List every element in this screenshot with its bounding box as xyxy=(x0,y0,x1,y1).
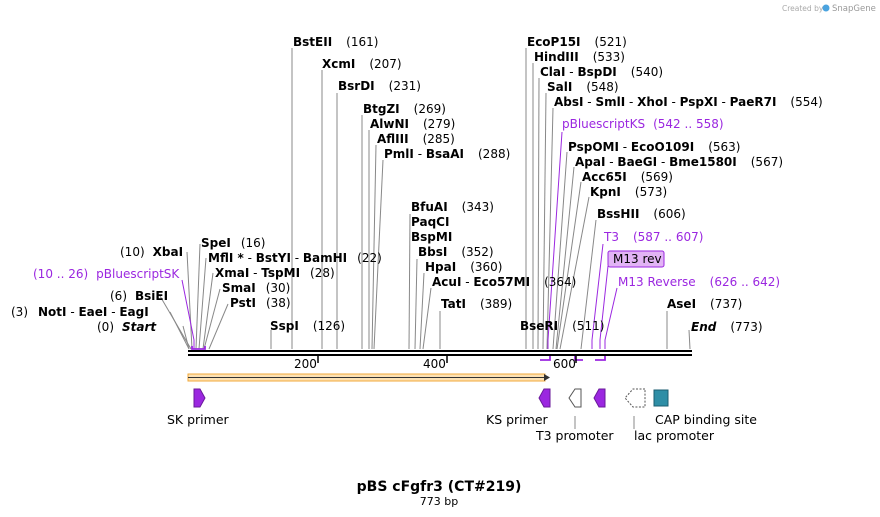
primer-m13-reverse: M13 Reverse(626 .. 642) xyxy=(618,275,780,289)
map-title: pBS cFgfr3 (CT#219) xyxy=(357,479,522,495)
feature-glyphs xyxy=(193,388,669,429)
enzyme-site: AcuI - Eco57MI(364) xyxy=(432,275,576,289)
primer-labels: (10 .. 26)pBluescriptSK pBluescriptKS(54… xyxy=(33,117,780,289)
enzyme-site: SmaI(30) xyxy=(222,281,290,295)
enzyme-site: AbsI - SmlI - XhoI - PspXI - PaeR7I(554) xyxy=(554,95,823,109)
enzyme-site: SspI(126) xyxy=(270,319,345,333)
enzyme-site: BssHII(606) xyxy=(597,207,686,221)
enzyme-site: BsrDI(231) xyxy=(338,79,421,93)
leader-lines xyxy=(159,48,691,350)
enzyme-site: PaqCI xyxy=(411,215,449,229)
feature-cap-binding-site: CAP binding site xyxy=(655,412,757,427)
created-by-text: Created by xyxy=(782,4,824,13)
enzyme-site: (6)BsiEI xyxy=(110,289,168,303)
enzyme-site: KpnI(573) xyxy=(590,185,667,199)
enzyme-site: HpaI(360) xyxy=(425,260,502,274)
enzymes-middle: BstEII(161) XcmI(207) BsrDI(231) BtgZI(2… xyxy=(293,35,576,311)
primer-bars xyxy=(191,346,606,361)
feature-t3-promoter: T3 promoter xyxy=(535,428,614,443)
enzyme-site: BtgZI(269) xyxy=(363,102,446,116)
enzyme-site: AflIII(285) xyxy=(377,132,455,146)
backbone xyxy=(188,350,692,356)
enzyme-site: SalI(548) xyxy=(547,80,619,94)
enzyme-site: Acc65I(569) xyxy=(582,170,673,184)
enzyme-site: PmlI - BsaAI(288) xyxy=(384,147,510,161)
enzyme-site: PspOMI - EcoO109I(563) xyxy=(568,140,740,154)
snapgene-branding: Created by SnapGene xyxy=(782,4,876,14)
feature-labels: SK primer KS primer T3 promoter lac prom… xyxy=(167,412,757,443)
tick-400: 400 xyxy=(423,357,446,371)
feature-sk-primer: SK primer xyxy=(167,412,230,427)
insert-arrow xyxy=(187,373,550,382)
t3-bar xyxy=(574,355,583,361)
primer-pbluescriptsk: (10 .. 26)pBluescriptSK xyxy=(33,267,180,281)
enzyme-site: MflI * - BstYI - BamHI(22) xyxy=(208,251,382,265)
cap-binding-site-icon xyxy=(653,389,669,407)
map-title-block: pBS cFgfr3 (CT#219) 773 bp xyxy=(357,479,522,508)
primer-pbluescriptks: pBluescriptKS(542 .. 558) xyxy=(562,117,724,131)
enzyme-site: ClaI - BspDI(540) xyxy=(540,65,663,79)
enzyme-site: TatI(389) xyxy=(441,297,512,311)
app-name: SnapGene xyxy=(832,4,876,14)
m13-primer-icon xyxy=(593,388,606,408)
enzyme-site: ApaI - BaeGI - Bme1580I(567) xyxy=(575,155,783,169)
enzyme-site: AseI(737) xyxy=(667,297,742,311)
feature-lac-promoter: lac promoter xyxy=(634,428,715,443)
feature-ks-primer: KS primer xyxy=(486,412,549,427)
enzyme-site: PstI(38) xyxy=(230,296,291,310)
enzyme-site: XmaI - TspMI(28) xyxy=(215,266,335,280)
enzyme-site: SpeI(16) xyxy=(201,236,265,250)
enzyme-site: BspMI xyxy=(411,230,452,244)
enzyme-site: (0)Start xyxy=(97,320,157,334)
ruler: 200 400 600 xyxy=(294,356,577,371)
pbluescriptks-bar xyxy=(540,356,551,361)
enzyme-site: BfuAI(343) xyxy=(411,200,494,214)
snapgene-logo-icon xyxy=(822,4,830,12)
lac-promoter-icon xyxy=(624,388,646,408)
t3-promoter-icon xyxy=(568,388,582,408)
m13-rev-box xyxy=(607,250,665,268)
m13-reverse-bar xyxy=(595,356,606,361)
map-length: 773 bp xyxy=(420,495,458,508)
enzymes-right: EcoP15I(521) HindIII(533) ClaI - BspDI(5… xyxy=(520,35,823,334)
enzyme-site: End(773) xyxy=(691,320,763,334)
enzyme-site: BstEII(161) xyxy=(293,35,378,49)
tick-200: 200 xyxy=(294,357,317,371)
pbluescriptsk-bar xyxy=(191,346,206,350)
tick-600: 600 xyxy=(553,357,576,371)
primer-leaders xyxy=(181,131,618,349)
enzyme-site: (10)XbaI xyxy=(120,245,183,259)
primer-t3: T3(587 .. 607) xyxy=(603,230,703,244)
enzymes-left: (3)NotI - EaeI - EagI (6)BsiEI (10)XbaI … xyxy=(11,236,382,334)
enzyme-site: XcmI(207) xyxy=(322,57,402,71)
primer-m13-rev: M13 rev xyxy=(613,252,662,266)
enzyme-site: BseRI(511) xyxy=(520,319,604,333)
enzyme-site: BbsI(352) xyxy=(418,245,494,259)
enzyme-site: AlwNI(279) xyxy=(370,117,455,131)
ks-primer-icon xyxy=(538,388,551,408)
enzyme-site: EcoP15I(521) xyxy=(527,35,627,49)
enzyme-site: (3)NotI - EaeI - EagI xyxy=(11,305,149,319)
sk-primer-icon xyxy=(193,388,206,408)
enzyme-site: HindIII(533) xyxy=(534,50,625,64)
